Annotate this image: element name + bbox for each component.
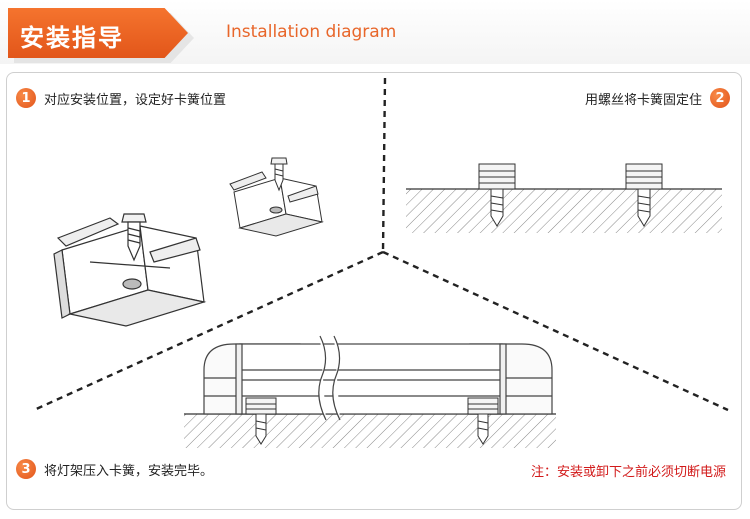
clip-under-fixture-left [245,397,277,445]
diagram-frame [6,72,742,510]
step-3-badge: 3 [16,459,36,479]
step-1-text: 对应安装位置，设定好卡簧位置 [44,92,227,108]
step-3-text: 将灯架压入卡簧，安装完毕。 [44,463,214,479]
step-1-label: 1 对应安装位置，设定好卡簧位置 [16,88,226,108]
fixed-clip-left [478,163,516,227]
fixed-clip-right [625,163,663,227]
page-subtitle: Installation diagram [226,22,397,42]
page-title: 安装指导 [20,24,124,52]
safety-note: 注：安装或卸下之前必须切断电源 [530,465,726,480]
step-2-label: 用螺丝将卡簧固定住 2 [585,88,730,108]
header-tag [8,8,188,58]
screw-icon [270,157,288,192]
spring-clip-large [53,217,207,327]
section-dividers [33,77,729,412]
screw-icon [121,213,147,262]
spring-clip-small [229,171,324,237]
step-2-badge: 2 [710,88,730,108]
mounting-surface-step2 [406,188,722,233]
mounting-surface-step3 [184,413,556,448]
step-1-badge: 1 [16,88,36,108]
header-banner: 安装指导 Installation diagram [0,0,750,64]
step-2-text: 用螺丝将卡簧固定住 [584,92,702,108]
clip-under-fixture-right [467,397,499,445]
light-fixture [203,335,553,421]
step-3-label: 3 将灯架压入卡簧，安装完毕。 [16,459,213,479]
